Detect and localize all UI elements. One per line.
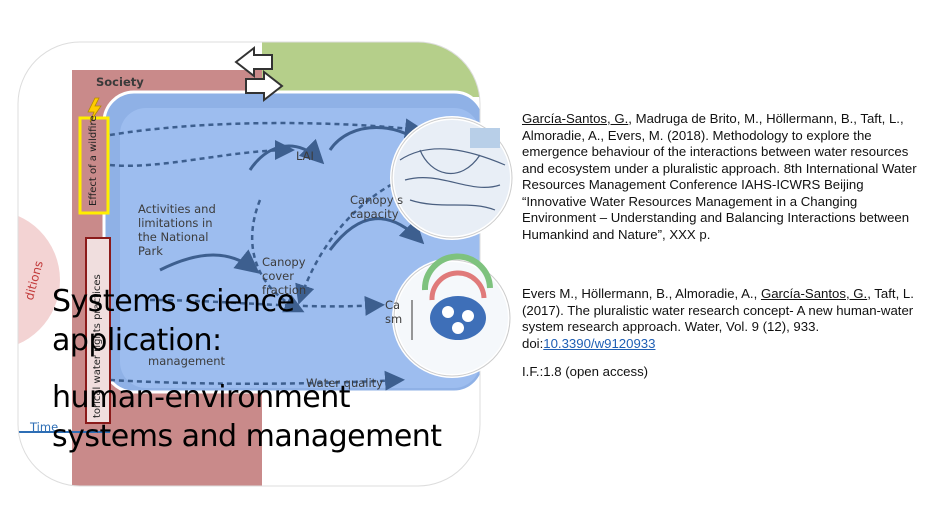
- slide-title-line-2: application:: [52, 323, 222, 358]
- ref2-text-after: , Taft, L. (2017). The pluralistic water…: [522, 286, 914, 351]
- slide-title-line-1: Systems science: [52, 284, 295, 319]
- ref1-text: , Madruga de Brito, M., Höllermann, B., …: [522, 111, 917, 242]
- impact-factor: I.F.:1.8 (open access): [522, 364, 649, 379]
- wildfire-label: Effect of a wildfire: [88, 115, 99, 206]
- conditions-circle: [18, 210, 60, 350]
- double-arrow-icon: [234, 45, 284, 103]
- ref2-author: García-Santos, G.: [760, 286, 868, 301]
- green-box: [262, 42, 480, 97]
- slide-title-line-3: human-environment: [52, 380, 351, 415]
- lightning-icon: [87, 97, 102, 123]
- ref1-author: García-Santos, G.: [522, 111, 629, 126]
- slide-title-line-4: systems and management: [52, 419, 442, 454]
- node-activities: Activities and limitations in the Nation…: [138, 202, 216, 258]
- node-ca-sm: Ca sm: [385, 298, 403, 326]
- zoom-circle-bottom: [392, 253, 512, 378]
- node-canopy-cover: Canopy cover fraction: [262, 255, 307, 297]
- node-management: management: [148, 354, 226, 368]
- society-label: Society: [96, 75, 144, 89]
- node-canopy-storage: Canopy s capacity: [350, 193, 404, 221]
- zoom-circle-top: [390, 116, 514, 240]
- reference-2: Evers M., Höllermann, B., Almoradie, A.,…: [522, 286, 922, 352]
- practices-box: [85, 237, 111, 424]
- time-label: Time: [30, 420, 59, 434]
- node-lai: LAI: [296, 149, 314, 163]
- node-water-quality: Water quality: [306, 376, 383, 390]
- reference-1: García-Santos, G., Madruga de Brito, M.,…: [522, 111, 922, 243]
- doi-link[interactable]: 10.3390/w9120933: [543, 335, 656, 351]
- wildfire-box: [78, 116, 110, 215]
- ref2-text-before: Evers M., Höllermann, B., Almoradie, A.,: [522, 286, 761, 301]
